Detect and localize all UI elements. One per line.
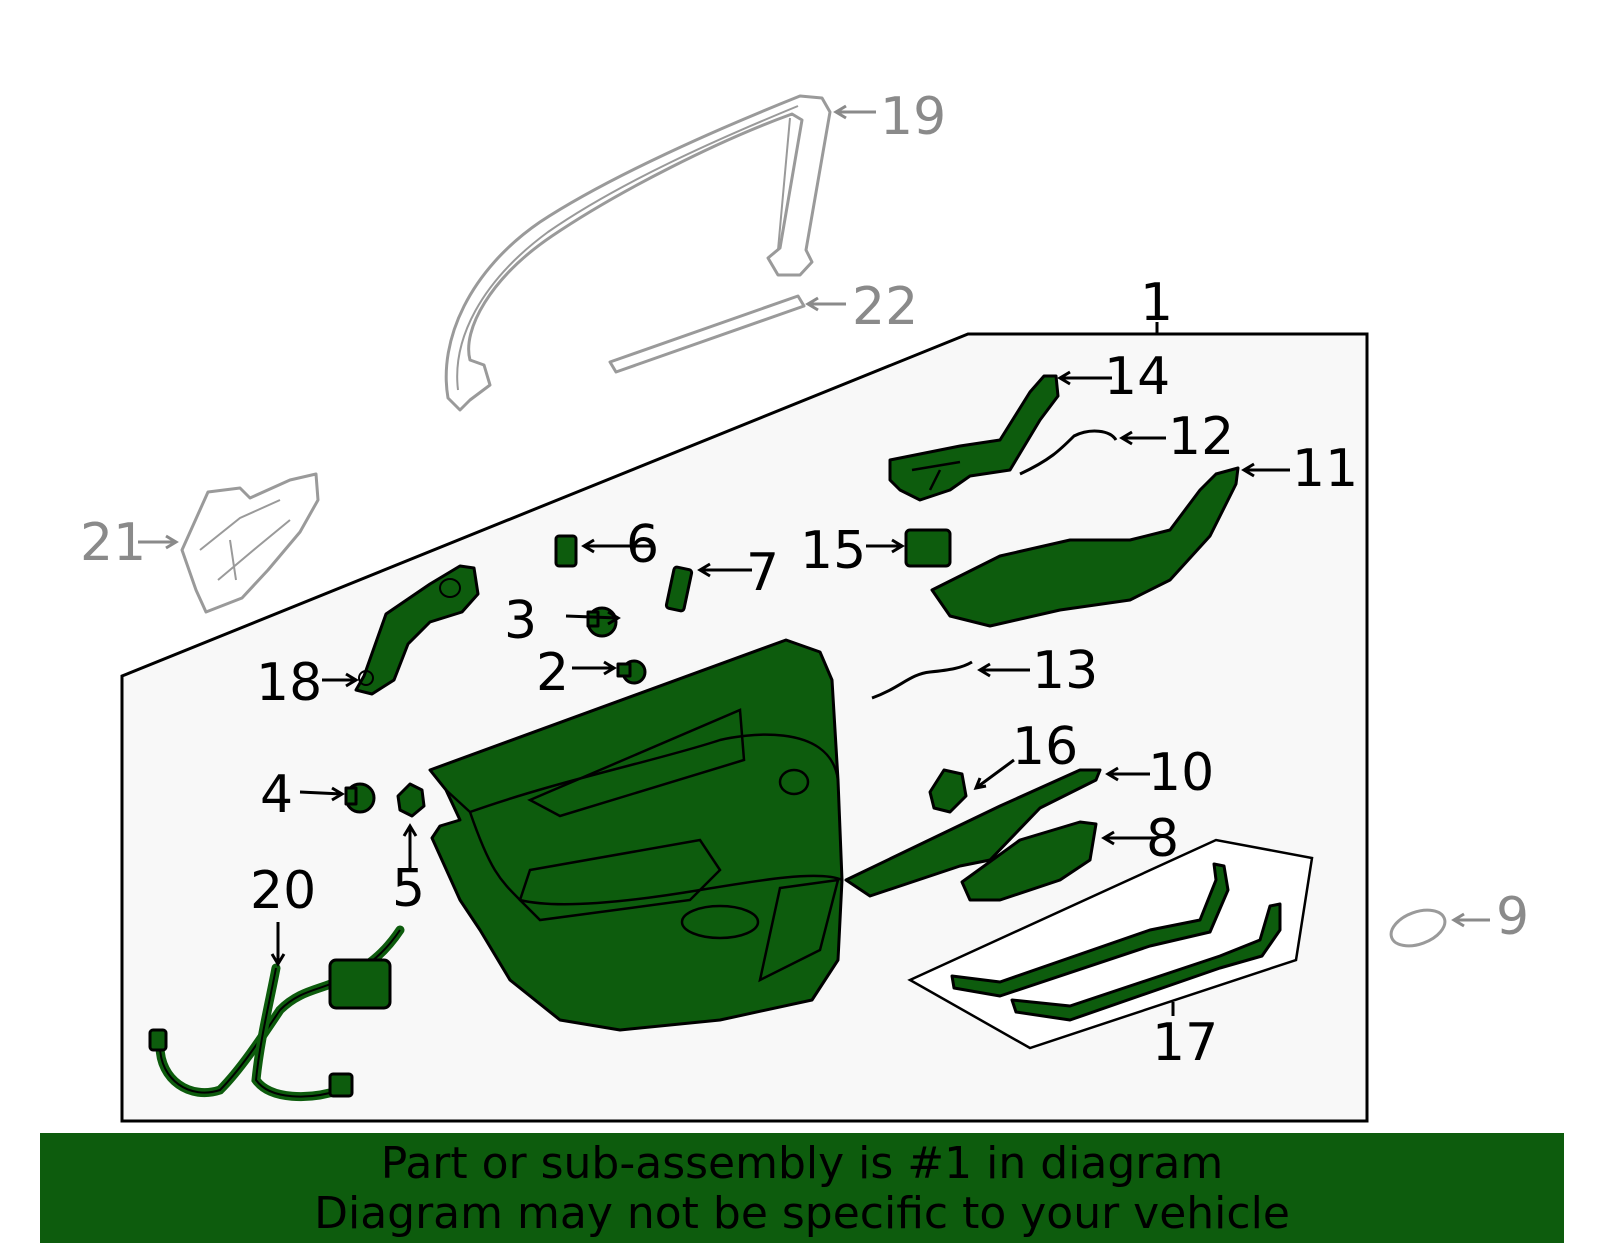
callout-2: 2 [536,643,569,703]
callout-20: 20 [250,861,316,921]
part-22-belt-strip [608,294,806,374]
part-8-handle [960,820,1098,902]
callout-21: 21 [80,513,146,573]
part-20-wiring-harness [148,925,405,1102]
callout-5: 5 [392,859,425,919]
part-19-window-frame [444,94,832,412]
part-15-switch [904,528,952,568]
part-21-bracket [180,472,320,614]
part-5-nut [396,782,426,818]
callout-18: 18 [256,653,322,713]
disclaimer-line-2: Diagram may not be specific to your vehi… [314,1188,1290,1239]
callout-10: 10 [1148,743,1214,803]
part-2-screw [616,659,647,685]
callout-9: 9 [1496,887,1529,947]
part-4-fastener [344,782,376,814]
callout-15: 15 [800,521,866,581]
part-17-strip-a [950,862,1230,998]
callout-11: 11 [1292,439,1358,499]
disclaimer-line-1: Part or sub-assembly is #1 in diagram [380,1138,1224,1189]
callout-14: 14 [1104,347,1170,407]
leader-arrows [270,370,1290,967]
disclaimer-banner: Part or sub-assembly is #1 in diagram Di… [40,1133,1564,1243]
door-trim-panel [428,638,844,1032]
part-13-harness [871,660,973,700]
callout-3: 3 [504,591,537,651]
callout-17: 17 [1152,1013,1218,1073]
part-9-cap [1389,908,1447,948]
part-10-trim-strip [844,768,1102,898]
part-3-fastener [586,606,618,638]
part-7-clip [664,565,694,613]
part-16-speaker [928,768,968,814]
part-14-pull-cup [888,374,1060,502]
part-11-armrest [930,466,1240,628]
callout-8: 8 [1146,809,1179,869]
callout-7: 7 [746,543,779,603]
callout-13: 13 [1032,641,1098,701]
callout-12: 12 [1168,407,1234,467]
part-18-bracket [354,564,480,696]
callout-6: 6 [626,515,659,575]
part-17-strip-b [1010,902,1282,1022]
part-6-clip [554,534,578,568]
callout-1: 1 [1140,273,1173,333]
callout-19: 19 [880,87,946,147]
part-12-harness [1019,429,1118,476]
callout-4: 4 [260,765,293,825]
callout-22: 22 [852,277,918,337]
leader-arrows-ghost [138,104,1490,928]
callout-16: 16 [1012,717,1078,777]
